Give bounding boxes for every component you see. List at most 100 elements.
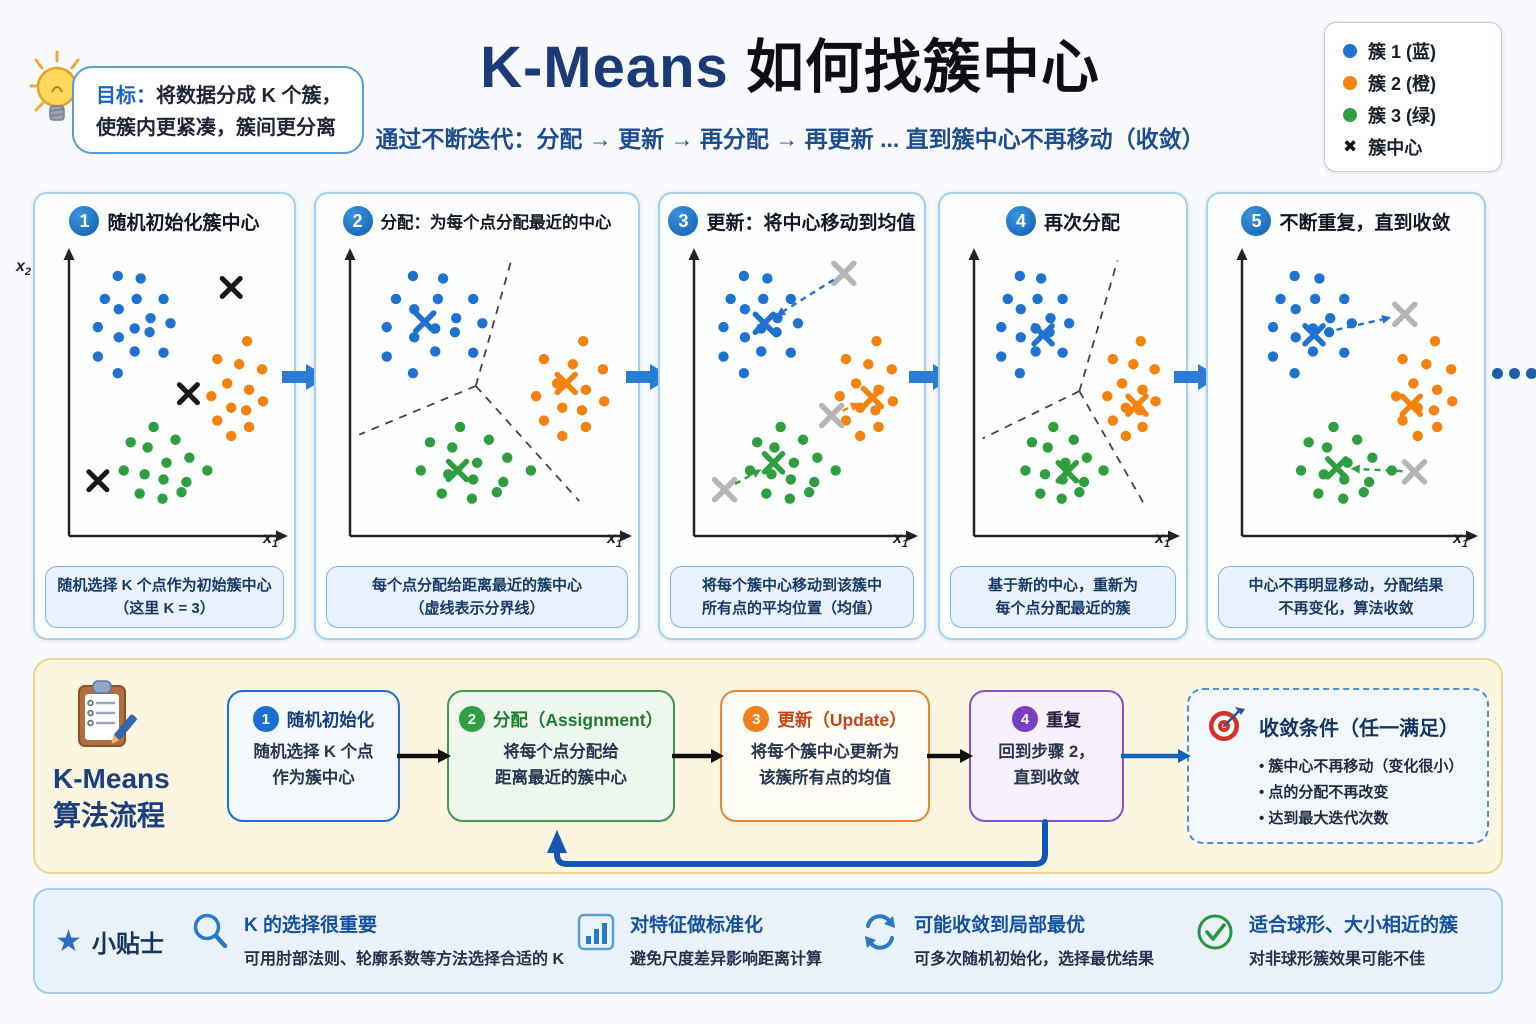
barchart-icon: [576, 910, 616, 954]
caption-line: 将每个簇中心移动到该簇中: [701, 577, 882, 594]
convergence-header: 收敛条件（任一满足）: [1189, 690, 1487, 750]
caption-line: 随机选择 K 个点作为初始簇中心: [57, 577, 272, 594]
title-zh: 如何找簇中心: [728, 35, 1100, 100]
cluster-dot-icon: [1343, 76, 1357, 90]
flow-step-badge: 1: [252, 706, 279, 732]
panel-title: 随机初始化簇中心: [107, 212, 260, 234]
tip-subtitle: 对非球形簇效果可能不佳: [1249, 951, 1426, 968]
tip-item: 对特征做标准化避免尺度差异影响距离计算: [576, 910, 822, 969]
x-axis-label: x1: [606, 530, 622, 551]
flow-step-line: 回到步骤 2，: [998, 743, 1095, 761]
tip-subtitle: 避免尺度差异影响距离计算: [630, 951, 823, 968]
flow-step-3: 3 更新（Update） 将每个簇中心更新为该簇所有点的均值: [720, 690, 930, 822]
x-axis-label: x1: [1452, 530, 1468, 551]
panel-caption: 将每个簇中心移动到该簇中所有点的平均位置（均值）: [670, 566, 914, 628]
legend-item-label: 簇中心: [1368, 138, 1423, 158]
x-axis-label: x1: [1154, 530, 1170, 551]
step-number-badge: 5: [1241, 206, 1272, 236]
star-icon: ★: [55, 924, 82, 958]
flow-step-1: 1 随机初始化随机选择 K 个点作为簇中心: [227, 690, 400, 822]
panel-title: 更新：将中心移动到均值: [706, 212, 916, 234]
flow-step-line: 将每个簇中心更新为: [750, 743, 900, 761]
flow-step-title: 分配（Assignment）: [492, 709, 664, 730]
legend-item-label: 簇 1 (蓝): [1368, 42, 1437, 62]
tip-item: 适合球形、大小相近的簇对非球形簇效果可能不佳: [1195, 910, 1458, 969]
legend-item: 簇 1 (蓝): [1343, 35, 1501, 67]
flow-step-line: 将每个点分配给: [503, 743, 619, 761]
caption-line: 基于新的中心，重新为: [987, 577, 1138, 594]
caption-line: 每个点分配给距离最近的簇中心: [371, 577, 582, 594]
tip-subtitle: 可用肘部法则、轮廓系数等方法选择合适的 K: [244, 951, 565, 968]
panel-header: 1 随机初始化簇中心: [35, 206, 294, 236]
caption-line: （虚线表示分界线）: [409, 600, 545, 617]
goal-label: 目标：: [96, 85, 156, 107]
lightbulb-icon: [28, 48, 86, 134]
x-axis-label: x1: [262, 530, 278, 551]
flow-step-title: 随机初始化: [286, 709, 375, 730]
flow-step-line: 作为簇中心: [272, 769, 355, 787]
flow-step-2: 2 分配（Assignment） 将每个点分配给距离最近的簇中心: [447, 690, 675, 822]
flow-label: K-Means 算法流程: [53, 763, 170, 831]
y-axis-label: x2: [16, 258, 32, 279]
check-icon: [1195, 910, 1235, 954]
clipboard-icon: [71, 678, 141, 754]
target-icon: [1205, 703, 1247, 750]
cluster-dot-icon: [1343, 108, 1357, 122]
flow-step-line: 随机选择 K 个点: [253, 743, 374, 761]
step-number-badge: 2: [342, 206, 373, 236]
convergence-bullet: 点的分配不再改变: [1259, 780, 1487, 806]
cluster-dot-icon: [1343, 44, 1357, 58]
step-number-badge: 4: [1005, 206, 1036, 236]
page-title: K-Means 如何找簇中心: [370, 20, 1210, 104]
step-number-badge: 1: [69, 206, 100, 236]
algorithm-flow-section: K-Means 算法流程 1 随机初始化随机选择 K 个点作为簇中心 2 分配（Ass…: [33, 658, 1503, 874]
panel-title: 再次分配: [1043, 212, 1120, 234]
legend-item: 簇 2 (橙): [1343, 67, 1501, 99]
convergence-list: 簇中心不再移动（变化很小）点的分配不再改变达到最大迭代次数: [1189, 754, 1487, 832]
scatter-plot-step-1: [63, 248, 288, 542]
tip-title: 适合球形、大小相近的簇: [1249, 915, 1459, 936]
flow-step-header: 1 随机初始化: [252, 706, 375, 732]
legend-item-label: 簇 3 (绿): [1368, 106, 1437, 126]
tip-item: 可能收敛到局部最优可多次随机初始化，选择最优结果: [860, 910, 1154, 969]
flow-step-badge: 3: [743, 706, 770, 732]
legend-item: ✖簇中心: [1343, 131, 1501, 163]
scatter-plot-step-5: [1236, 248, 1478, 542]
goal-box: 目标：将数据分成 K 个簇， 使簇内更紧凑，簇间更分离: [72, 66, 364, 154]
convergence-title: 收敛条件（任一满足）: [1259, 718, 1459, 740]
x-axis-label: x1: [892, 530, 908, 551]
flow-step-line: 距离最近的簇中心: [495, 769, 627, 787]
continue-ellipsis-icon: [1492, 368, 1536, 379]
flow-step-body: 将每个点分配给距离最近的簇中心: [495, 739, 627, 791]
scatter-plot-step-4: [968, 248, 1180, 542]
scatter-plot-step-2: [344, 248, 632, 542]
flow-step-badge: 4: [1012, 706, 1038, 732]
title-en: K-Means: [480, 35, 729, 100]
magnifier-icon: [190, 910, 230, 954]
flow-step-header: 3 更新（Update）: [743, 706, 907, 732]
flow-step-title: 更新（Update）: [777, 709, 907, 730]
step-panel-1: 1 随机初始化簇中心 x1 随机选择 K 个点作为初始簇中心（这里 K = 3）: [33, 192, 296, 640]
tip-texts: 可能收敛到局部最优可多次随机初始化，选择最优结果: [914, 910, 1154, 969]
tip-texts: K 的选择很重要可用肘部法则、轮廓系数等方法选择合适的 K: [244, 910, 564, 969]
tip-item: K 的选择很重要可用肘部法则、轮廓系数等方法选择合适的 K: [190, 910, 564, 969]
panel-caption: 基于新的中心，重新为每个点分配最近的簇: [950, 566, 1176, 628]
panel-caption: 随机选择 K 个点作为初始簇中心（这里 K = 3）: [45, 566, 284, 628]
tip-title: 对特征做标准化: [630, 915, 764, 936]
tip-subtitle: 可多次随机初始化，选择最优结果: [914, 951, 1155, 968]
tip-title: K 的选择很重要: [244, 915, 378, 936]
panel-header: 4 再次分配: [940, 206, 1186, 236]
flow-step-badge: 2: [458, 706, 485, 732]
legend-item-label: 簇 2 (橙): [1368, 74, 1437, 94]
flow-step-body: 将每个簇中心更新为该簇所有点的均值: [751, 739, 900, 791]
cycle-icon: [860, 910, 900, 954]
flow-step-body: 回到步骤 2，直到收敛: [998, 739, 1094, 791]
tips-label: ★ 小贴士: [55, 924, 164, 958]
caption-line: 每个点分配最近的簇: [995, 600, 1131, 617]
